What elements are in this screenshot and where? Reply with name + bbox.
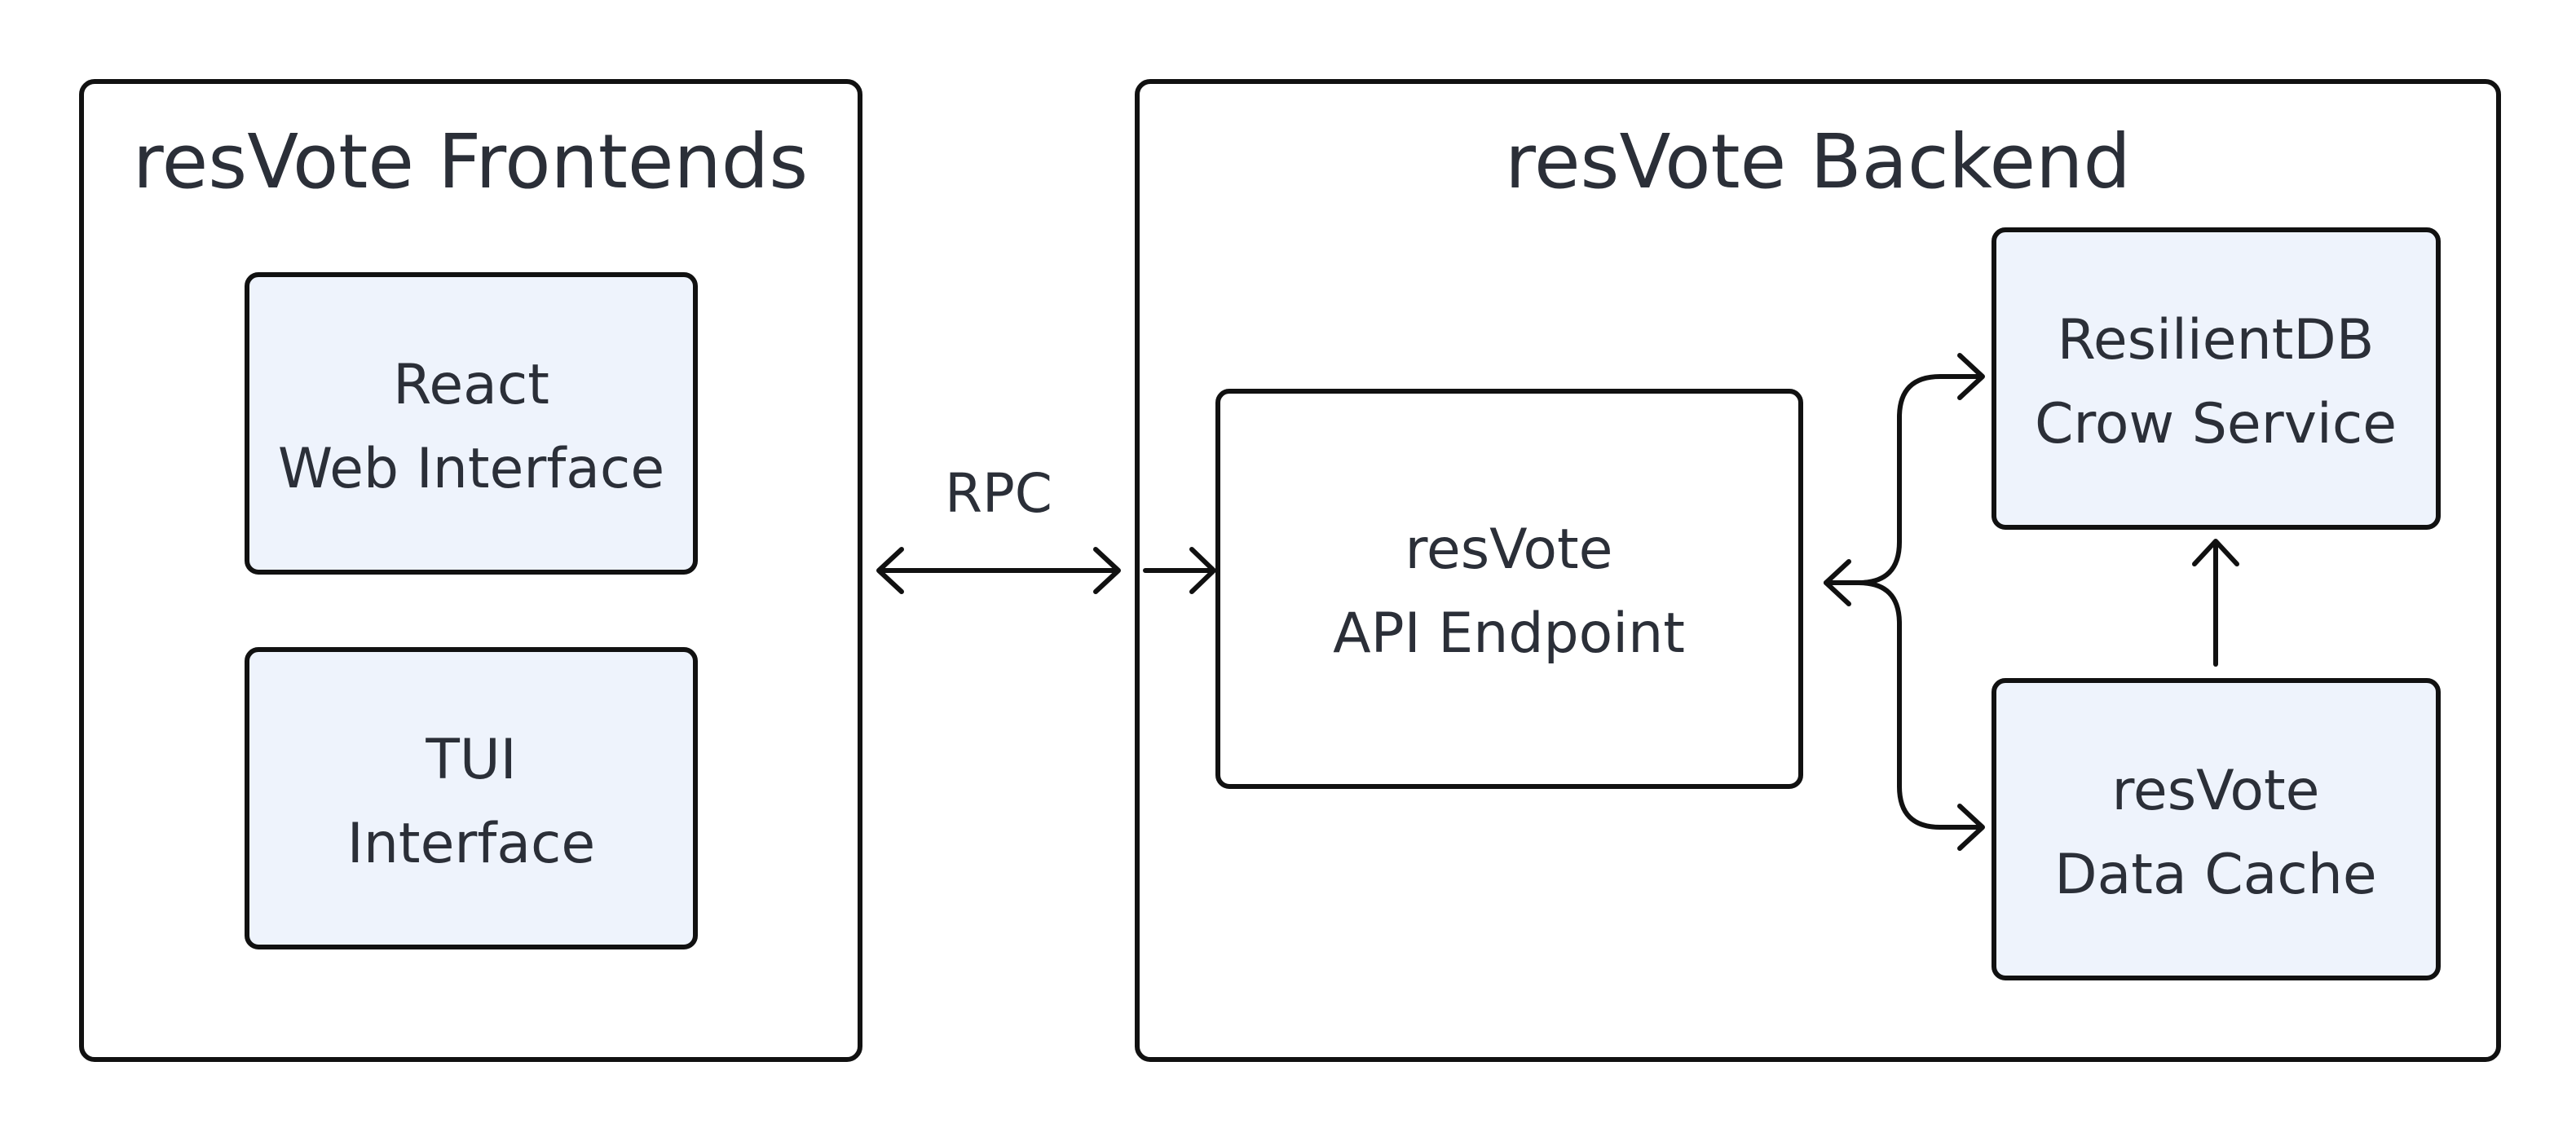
resilientdb-node-box xyxy=(1992,227,2441,530)
api-node-line1: resVote xyxy=(1405,518,1612,582)
api-node-line2: API Endpoint xyxy=(1333,601,1685,666)
tui-node-box xyxy=(245,647,698,949)
api-branch-edges xyxy=(1824,353,1985,851)
resilientdb-node-line1: ResilientDB xyxy=(2058,308,2375,372)
api-branch-arrowhead xyxy=(1824,559,1851,606)
cache-to-resilientdb-arrowhead xyxy=(2192,539,2239,566)
frontends-title: resVote Frontends xyxy=(133,118,808,205)
cache-arrowhead xyxy=(1957,804,1985,851)
tui-node-line2: Interface xyxy=(347,812,595,876)
backend-group: resVote Backend resVote API Endpoint Res… xyxy=(1135,79,2501,1062)
cache-to-resilientdb-edge xyxy=(2192,539,2239,667)
cache-node-box xyxy=(1992,678,2441,980)
cache-node-line2: Data Cache xyxy=(2054,843,2376,907)
resilientdb-arrowhead xyxy=(1957,353,1985,400)
tui-node-line1: TUI xyxy=(425,728,516,792)
cache-node-line1: resVote xyxy=(2111,759,2319,823)
data-cache-node: resVote Data Cache xyxy=(1992,678,2441,980)
tui-interface-node: TUI Interface xyxy=(245,647,698,949)
rpc-edge: RPC xyxy=(876,462,1121,594)
react-node-line2: Web Interface xyxy=(278,437,664,501)
react-node-line1: React xyxy=(393,353,549,417)
rpc-left-arrowhead xyxy=(876,547,904,594)
resilientdb-node: ResilientDB Crow Service xyxy=(1992,227,2441,530)
react-web-interface-node: React Web Interface xyxy=(245,272,698,575)
api-node-box xyxy=(1215,389,1803,789)
resilientdb-node-line2: Crow Service xyxy=(2035,392,2397,456)
react-node-box xyxy=(245,272,698,575)
rpc-label: RPC xyxy=(945,462,1052,525)
api-to-resilientdb-line xyxy=(1824,374,1983,585)
api-to-cache-line xyxy=(1824,580,1983,830)
api-endpoint-node: resVote API Endpoint xyxy=(1215,389,1803,789)
frontends-group: resVote Frontends React Web Interface TU… xyxy=(79,79,862,1062)
backend-entry-edge xyxy=(1143,547,1216,594)
rpc-right-arrowhead xyxy=(1093,547,1121,594)
backend-title: resVote Backend xyxy=(1505,118,2131,205)
backend-entry-arrowhead xyxy=(1189,547,1216,594)
